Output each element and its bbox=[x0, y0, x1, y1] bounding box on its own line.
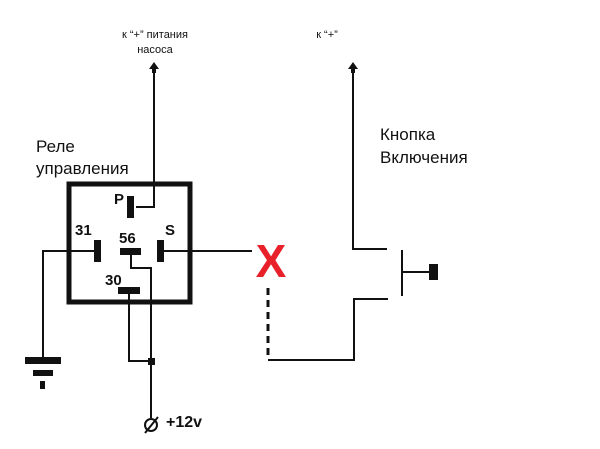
wire-to-button-lower bbox=[268, 298, 388, 361]
wire-30 bbox=[128, 294, 151, 362]
cut-wire-mark: X bbox=[256, 235, 287, 287]
pin-31-label: 31 bbox=[75, 222, 92, 239]
push-button-icon bbox=[401, 250, 438, 296]
pin-56-label: 56 bbox=[119, 230, 136, 247]
pin-56 bbox=[120, 248, 141, 255]
button-title-line2: Включения bbox=[380, 148, 468, 167]
pin-30-label: 30 bbox=[105, 272, 122, 289]
button-supply-label: к “+” bbox=[316, 29, 338, 41]
wire-56 bbox=[130, 255, 152, 361]
power-label: +12v bbox=[166, 414, 202, 431]
pin-p bbox=[127, 196, 134, 218]
pump-supply-label-line1: к “+” питания bbox=[122, 29, 188, 41]
relay-title-line1: Реле bbox=[36, 137, 75, 156]
power-terminal-icon bbox=[144, 416, 159, 434]
wire-31-to-ground bbox=[42, 250, 94, 357]
pin-s-label: S bbox=[165, 222, 175, 239]
pin-s bbox=[157, 240, 164, 262]
pin-30 bbox=[118, 287, 140, 294]
button-supply-arrow-icon bbox=[348, 62, 358, 73]
pump-supply-label-line2: насоса bbox=[137, 44, 173, 56]
relay-title-line2: управления bbox=[36, 159, 129, 178]
pin-31 bbox=[94, 240, 101, 262]
ground-icon bbox=[25, 357, 61, 389]
wire-p-to-pump bbox=[136, 73, 155, 208]
pin-p-label: P bbox=[114, 191, 124, 208]
pump-supply-arrow-icon bbox=[149, 62, 159, 73]
wire-to-button-upper bbox=[352, 73, 387, 250]
button-title-line1: Кнопка bbox=[380, 125, 436, 144]
